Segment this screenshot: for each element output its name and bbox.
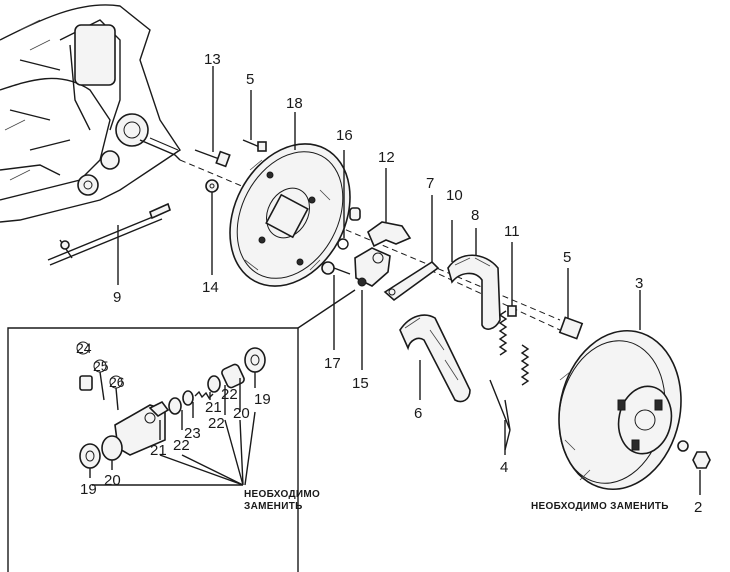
wheel-cylinder-part-15 <box>354 247 391 287</box>
parking-cable-part-9 <box>47 202 171 266</box>
inset-leaders <box>89 372 256 486</box>
callout-10: 10 <box>446 187 463 204</box>
pin-part-11 <box>507 242 517 317</box>
brake-shoe-part-6 <box>399 314 471 403</box>
callout-13: 13 <box>204 51 221 68</box>
inset-replace-note-line1: НЕОБХОДИМО <box>244 489 320 500</box>
inset-cylinder-parts <box>76 341 266 469</box>
callout-20-left: 20 <box>104 472 121 489</box>
callout-26: 26 <box>109 374 125 390</box>
callout-23: 23 <box>184 425 201 442</box>
callout-14: 14 <box>202 279 219 296</box>
adjuster-part-5 <box>558 268 584 340</box>
hub-nut-part-2 <box>677 440 711 495</box>
strut-part-7 <box>383 195 440 302</box>
brake-shoe-part-8 <box>447 220 501 330</box>
callout-8: 8 <box>471 207 479 224</box>
inset-box <box>7 289 356 572</box>
callout-6: 6 <box>414 405 422 422</box>
callout-22-left: 22 <box>173 437 190 454</box>
nut-part-14 <box>205 179 219 193</box>
callout-2: 2 <box>694 499 702 516</box>
callout-15: 15 <box>352 375 369 392</box>
callout-9: 9 <box>113 289 121 306</box>
callout-3: 3 <box>635 275 643 292</box>
callout-17: 17 <box>324 355 341 372</box>
callout-5-upper: 5 <box>246 71 254 88</box>
callout-7: 7 <box>426 175 434 192</box>
callout-5-lower: 5 <box>563 249 571 266</box>
callout-12: 12 <box>378 149 395 166</box>
bleeder-part-17 <box>321 261 351 275</box>
brake-drum-part-3 <box>558 290 682 491</box>
drum-replace-note: НЕОБХОДИМО ЗАМЕНИТЬ <box>531 501 669 512</box>
bushing <box>349 207 361 221</box>
callout-21-right: 21 <box>205 399 222 416</box>
springs-part-4 <box>489 310 530 451</box>
callout-11: 11 <box>504 223 520 240</box>
callout-22-third: 22 <box>221 386 238 403</box>
screw-part-5-upper <box>242 139 267 152</box>
callout-22-right: 22 <box>208 415 225 432</box>
callout-numbers: 13 5 18 16 12 7 10 8 11 5 3 14 9 17 15 6… <box>76 51 702 516</box>
callout-20-right: 20 <box>233 405 250 422</box>
callout-19-left: 19 <box>80 481 97 498</box>
callout-19-right: 19 <box>254 391 271 408</box>
callout-4: 4 <box>500 459 508 476</box>
axle-housing-drawing <box>0 4 181 223</box>
backing-plate-part-18 <box>229 143 351 287</box>
callout-24: 24 <box>76 340 92 356</box>
inset-replace-note-line2: ЗАМЕНИТЬ <box>244 501 303 512</box>
callout-18: 18 <box>286 95 303 112</box>
seal-part-16 <box>337 150 349 250</box>
bolt-part-13 <box>194 149 231 168</box>
lever-part-12 <box>367 168 412 248</box>
callout-21-left: 21 <box>150 442 167 459</box>
callout-25: 25 <box>93 358 109 374</box>
callout-16: 16 <box>336 127 353 144</box>
